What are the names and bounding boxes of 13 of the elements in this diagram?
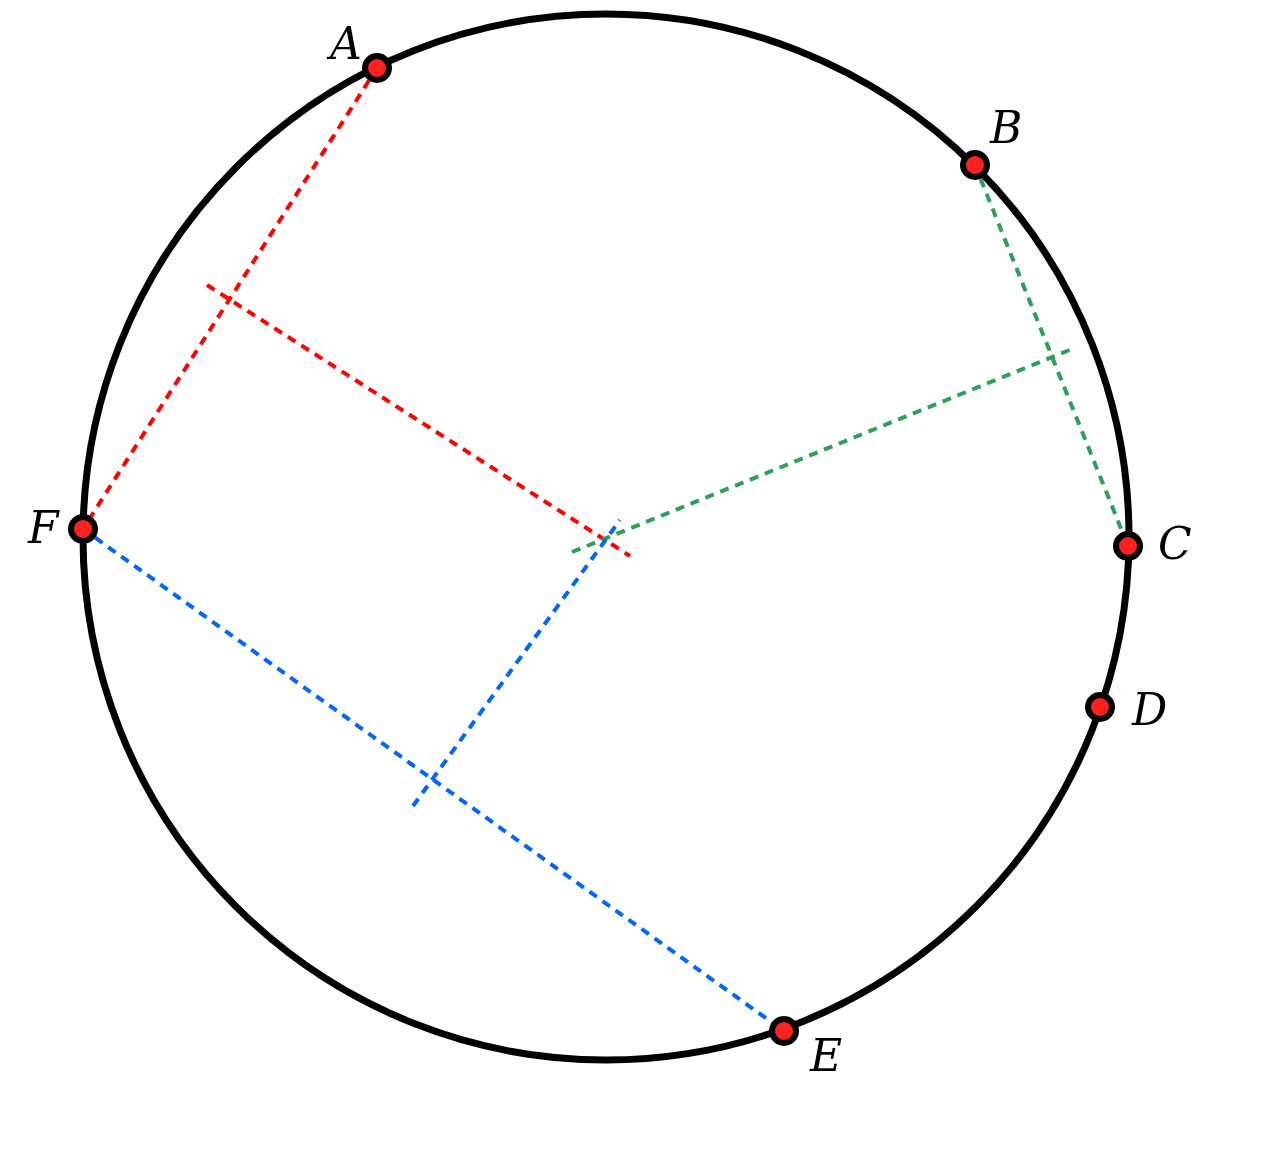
point bbox=[769, 1016, 799, 1046]
point bbox=[1113, 531, 1143, 561]
point-label: E bbox=[810, 1034, 843, 1078]
point bbox=[960, 150, 990, 180]
chord bbox=[94, 536, 773, 1024]
chord bbox=[89, 79, 371, 518]
point-label: F bbox=[28, 506, 59, 550]
point bbox=[1085, 692, 1115, 722]
point-label: D bbox=[1132, 688, 1168, 732]
point bbox=[68, 514, 98, 544]
point-label: C bbox=[1158, 522, 1192, 566]
point-label: B bbox=[990, 106, 1023, 150]
point bbox=[362, 53, 392, 83]
